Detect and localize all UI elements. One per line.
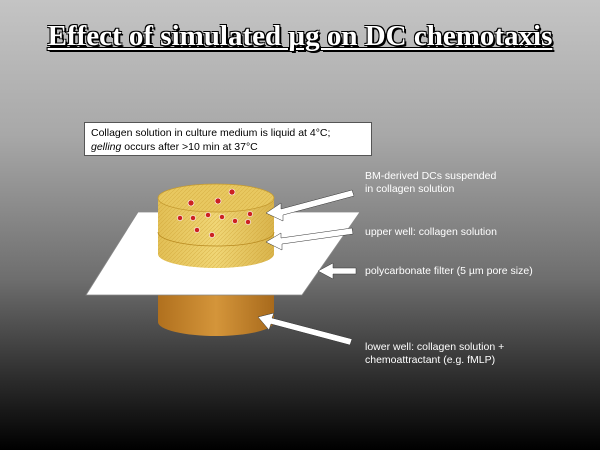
- arrow-icon: [265, 227, 354, 251]
- label-lower-well: lower well: collagen solution + chemoatt…: [365, 341, 504, 367]
- label-lower-well-line-1: lower well: collagen solution +: [365, 341, 505, 353]
- arrow-icon: [317, 262, 357, 280]
- collagen-note: Collagen solution in culture medium is l…: [84, 122, 372, 156]
- dc-cells: [177, 188, 253, 238]
- dc-cell: [232, 218, 238, 224]
- slide-title: Effect of simulated µg on DC chemotaxis: [47, 20, 553, 52]
- arrow-icon: [257, 312, 353, 346]
- dc-cell: [245, 219, 251, 225]
- note-line-2-rest: occurs after >10 min at 37°C: [121, 141, 258, 153]
- dc-cell: [194, 227, 200, 233]
- label-lower-well-line-2: chemoattractant (e.g. fMLP): [365, 354, 496, 366]
- dc-cell: [190, 215, 196, 221]
- dc-cell: [187, 199, 195, 207]
- label-filter: polycarbonate filter (5 µm pore size): [365, 265, 533, 277]
- dc-cell: [228, 188, 236, 196]
- dc-cell: [214, 197, 222, 205]
- dc-cell: [247, 211, 253, 217]
- dc-cell: [219, 214, 225, 220]
- note-line-1: Collagen solution in culture medium is l…: [91, 127, 331, 139]
- upper-well: [157, 183, 275, 268]
- arrow-icon: [265, 189, 355, 222]
- note-line-2: gelling occurs after >10 min at 37°C: [91, 140, 365, 154]
- label-dcs: BM-derived DCs suspended in collagen sol…: [365, 170, 496, 196]
- note-gelling-word: gelling: [91, 141, 122, 153]
- dc-cell: [177, 215, 183, 221]
- lower-well: [158, 288, 274, 336]
- dc-cell: [205, 212, 211, 218]
- label-dcs-line-2: in collagen solution: [365, 183, 455, 195]
- label-upper-well: upper well: collagen solution: [365, 226, 497, 238]
- label-dcs-line-1: BM-derived DCs suspended: [365, 170, 497, 182]
- dc-cell: [209, 232, 215, 238]
